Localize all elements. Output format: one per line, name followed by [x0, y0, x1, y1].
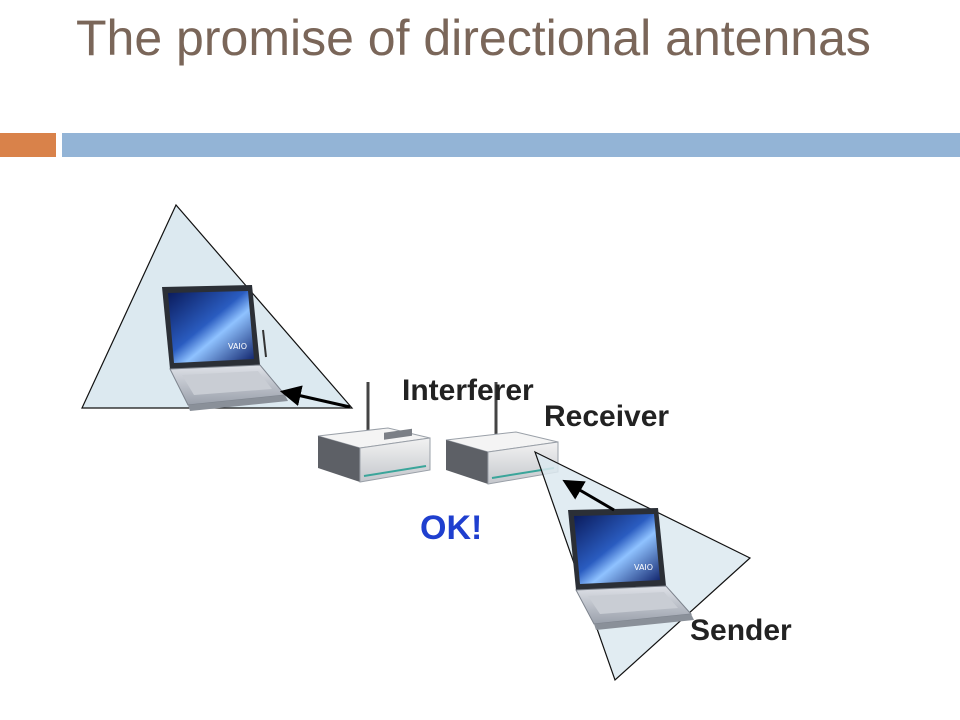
slide-title: The promise of directional antennas: [76, 10, 871, 66]
receiver-label: Receiver: [544, 400, 670, 433]
title-accent-bar-right: [62, 133, 960, 157]
ok-status-label: OK!: [420, 509, 483, 547]
title-accent-bar-left: [0, 133, 56, 157]
interferer-laptop-icon: VAIO: [162, 285, 288, 411]
svg-text:VAIO: VAIO: [634, 563, 653, 572]
sender-label: Sender: [690, 614, 792, 647]
svg-text:VAIO: VAIO: [228, 342, 247, 351]
interferer-direction-arrow: [279, 385, 351, 409]
sender-direction-arrow: [562, 479, 615, 512]
sender-laptop-icon: VAIO: [568, 508, 694, 630]
interferer-router-icon: [317, 382, 431, 483]
interferer-label: Interferer: [402, 374, 534, 407]
